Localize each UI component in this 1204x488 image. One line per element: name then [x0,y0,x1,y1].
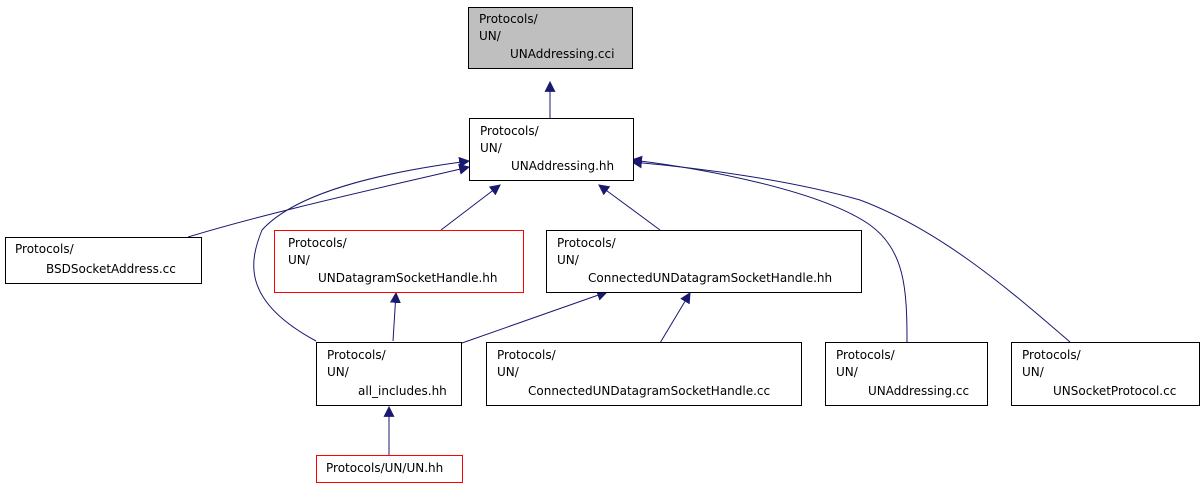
node-bsdsocketaddress-cc-line-2: BSDSocketAddress.cc [46,262,176,276]
node-undatagramsockethandle-hh[interactable]: Protocols/ UN/ UNDatagramSocketHandle.hh [274,230,524,293]
node-unaddressing-hh-line-3: UNAddressing.hh [511,159,615,173]
node-all-includes-hh-line-3: all_includes.hh [358,384,447,398]
node-unaddressing-hh-line-2: UN/ [480,141,502,155]
edge-conn-hh-to-hh [598,184,661,231]
node-all-includes-hh-line-1: Protocols/ [327,348,386,362]
node-unaddressing-cc[interactable]: Protocols/ UN/ UNAddressing.cc [825,342,988,406]
node-unaddressing-cci: Protocols/ UN/ UNAddressing.cci [468,7,633,69]
node-unsocketprotocol-cc-line-3: UNSocketProtocol.cc [1053,384,1177,398]
node-unaddressing-cci-line-1: Protocols/ [479,12,538,26]
edge-proto-cc-to-hh [630,157,1071,343]
node-unsocketprotocol-cc-line-1: Protocols/ [1022,348,1081,362]
node-unaddressing-cc-line-2: UN/ [836,365,858,379]
edge-addr-cc-to-hh [630,155,908,343]
node-undatagramsockethandle-hh-line-2: UN/ [288,253,310,267]
node-un-hh[interactable]: Protocols/UN/UN.hh [316,455,463,483]
node-connectedundatagramsockethandle-cc[interactable]: Protocols/ UN/ ConnectedUNDatagramSocket… [486,342,802,406]
edge-all-to-hh [253,156,471,342]
node-un-hh-line-1: Protocols/UN/UN.hh [326,461,444,475]
edge-all-to-conn-hh [461,290,609,344]
node-bsdsocketaddress-cc[interactable]: Protocols/ BSDSocketAddress.cc [5,237,202,284]
node-connectedundatagramsockethandle-hh-line-1: Protocols/ [557,236,616,250]
edge-bsd-to-hh [187,163,471,238]
node-connectedundatagramsockethandle-cc-line-2: UN/ [497,365,519,379]
node-unaddressing-cci-line-3: UNAddressing.cci [510,47,615,61]
node-unsocketprotocol-cc-line-2: UN/ [1022,365,1044,379]
node-connectedundatagramsockethandle-hh-line-3: ConnectedUNDatagramSocketHandle.hh [588,271,833,285]
edge-conn-cc-to-conn-hh [659,292,691,344]
node-all-includes-hh[interactable]: Protocols/ UN/ all_includes.hh [316,342,462,406]
node-unaddressing-cci-line-2: UN/ [479,29,501,43]
node-connectedundatagramsockethandle-hh-line-2: UN/ [557,253,579,267]
node-undatagramsockethandle-hh-line-1: Protocols/ [288,236,347,250]
node-undatagramsockethandle-hh-line-3: UNDatagramSocketHandle.hh [318,271,498,285]
node-all-includes-hh-line-2: UN/ [327,365,349,379]
node-bsdsocketaddress-cc-line-1: Protocols/ [15,242,74,256]
node-connectedundatagramsockethandle-cc-line-3: ConnectedUNDatagramSocketHandle.cc [528,384,771,398]
node-unaddressing-hh-line-1: Protocols/ [480,124,539,138]
node-connectedundatagramsockethandle-hh[interactable]: Protocols/ UN/ ConnectedUNDatagramSocket… [546,230,862,293]
node-unaddressing-cc-line-1: Protocols/ [836,348,895,362]
node-connectedundatagramsockethandle-cc-line-1: Protocols/ [497,348,556,362]
node-unaddressing-cc-line-3: UNAddressing.cc [868,384,970,398]
edge-dgram-to-hh [440,184,501,231]
edge-all-to-dgram [389,291,401,342]
node-unsocketprotocol-cc[interactable]: Protocols/ UN/ UNSocketProtocol.cc [1011,342,1200,406]
node-unaddressing-hh[interactable]: Protocols/ UN/ UNAddressing.hh [469,118,634,181]
